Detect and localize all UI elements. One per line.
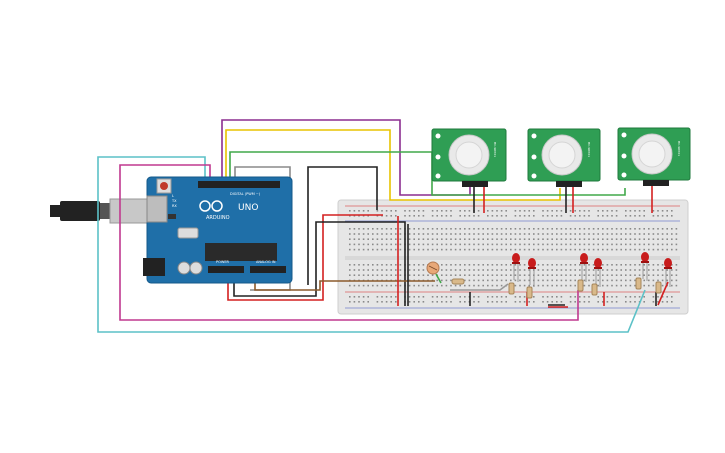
reset-button-cap	[160, 182, 168, 190]
photoresistor[interactable]	[426, 261, 440, 275]
rx-label: RX	[172, 204, 177, 208]
resistor-ldr[interactable]	[451, 278, 465, 285]
led-4[interactable]	[594, 258, 602, 287]
pir-sensor-2[interactable]: HC-SR501	[527, 128, 601, 187]
digital-label: DIGITAL (PWM ~)	[230, 192, 261, 196]
usb-cable	[36, 198, 149, 224]
arduino-uno-board[interactable]: ARDUINO UNO DIGITAL (PWM ~) POWER ANALOG…	[143, 176, 293, 284]
resistor-led-3	[577, 279, 584, 292]
led-6[interactable]	[664, 258, 672, 287]
resistor-led-1	[508, 282, 515, 295]
digital-header	[198, 181, 280, 188]
usb-port	[146, 195, 168, 223]
wire-brown	[254, 280, 435, 291]
pir-sensor-1[interactable]: HC-SR501	[431, 128, 507, 187]
pir-label-1: HC-SR501	[493, 142, 497, 157]
led-group-1	[508, 253, 536, 299]
analog-label: ANALOG IN	[256, 260, 276, 264]
resistor-led-4	[591, 283, 598, 296]
analog-header	[250, 266, 286, 273]
wire-black-gnd	[233, 221, 406, 306]
led-group-3	[635, 252, 672, 294]
led-2[interactable]	[528, 258, 536, 287]
led-1[interactable]	[512, 253, 520, 282]
wire-black	[307, 166, 378, 285]
led-group-2	[577, 253, 602, 296]
led-5[interactable]	[641, 252, 649, 281]
resistor-led-5	[635, 277, 642, 290]
wire-yellow	[225, 129, 561, 201]
pir-label-3: HC-SR501	[677, 141, 681, 156]
resistor-led-2	[526, 286, 533, 299]
l-label: L	[172, 194, 174, 198]
wire-cyan	[97, 156, 646, 333]
arduino-logo	[199, 200, 223, 212]
arduino-brand-text: ARDUINO	[206, 215, 230, 221]
power-jack	[143, 258, 165, 276]
wire-red-5v	[227, 214, 383, 301]
arduino-model-text: UNO	[238, 203, 258, 213]
tx-label: TX	[171, 199, 177, 203]
wire-purple	[221, 119, 471, 196]
atmega-chip	[205, 243, 277, 261]
resistor-led-6	[655, 281, 662, 294]
led-3[interactable]	[580, 253, 588, 282]
pir-sensor-3[interactable]: HC-SR501	[617, 127, 691, 186]
power-label: POWER	[216, 260, 230, 264]
wire-magenta	[119, 164, 579, 321]
pir-label-2: HC-SR501	[587, 142, 591, 157]
wires	[97, 119, 669, 333]
power-header	[208, 266, 244, 273]
